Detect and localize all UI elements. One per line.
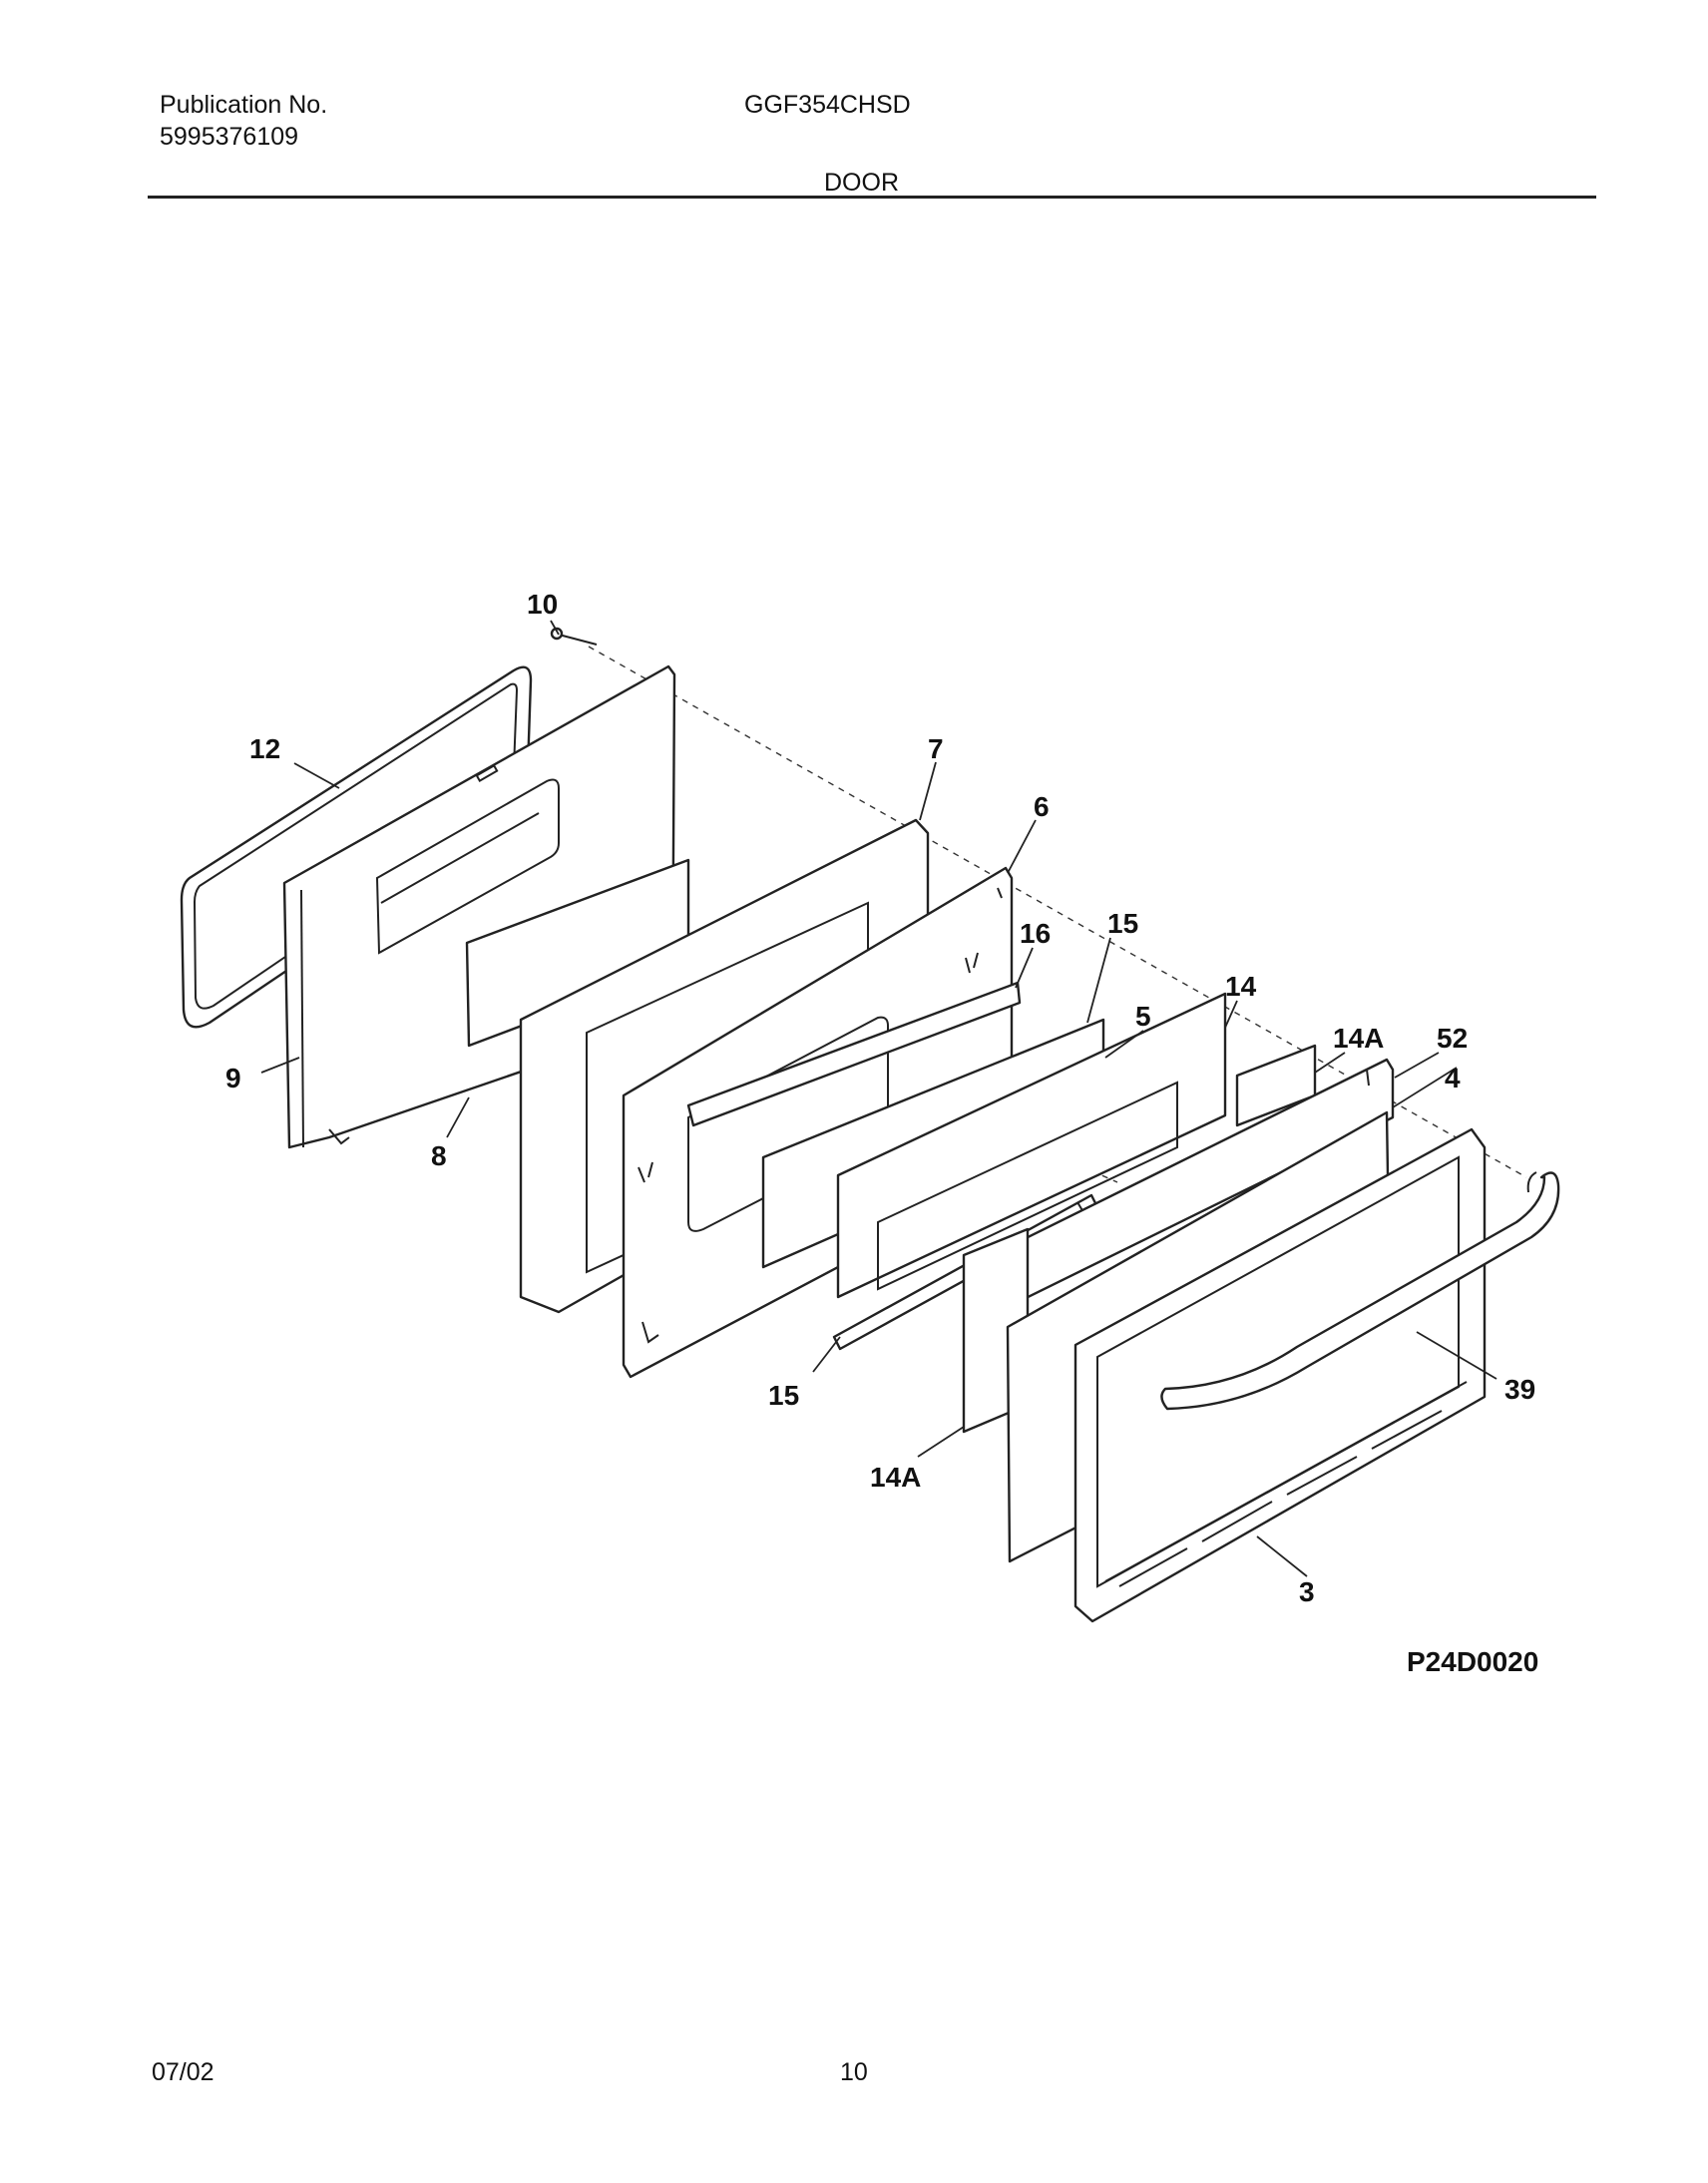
- callout-5: 5: [1135, 1001, 1151, 1032]
- diagram-code: P24D0020: [1407, 1646, 1539, 1677]
- callout-14A-bottom: 14A: [870, 1462, 921, 1493]
- publication-number: 5995376109: [160, 123, 299, 151]
- callout-8: 8: [431, 1140, 447, 1171]
- part-deflector: [686, 981, 1022, 1127]
- callout-16: 16: [1020, 918, 1051, 949]
- callout-12: 12: [249, 733, 280, 764]
- callout-6: 6: [1034, 791, 1050, 822]
- callout-15-bottom: 15: [768, 1380, 799, 1411]
- part-screw: [550, 627, 598, 646]
- model-number: GGF354CHSD: [744, 91, 911, 119]
- callout-7: 7: [928, 733, 944, 764]
- callout-14A-top: 14A: [1333, 1023, 1384, 1054]
- footer-page-number: 10: [840, 2058, 868, 2086]
- section-title: DOOR: [824, 169, 899, 197]
- callout-9: 9: [225, 1063, 241, 1093]
- part-handle: [1160, 1171, 1560, 1411]
- callout-52: 52: [1437, 1023, 1468, 1054]
- callout-14: 14: [1225, 971, 1257, 1002]
- publication-label: Publication No.: [160, 91, 328, 119]
- footer-date: 07/02: [152, 2058, 214, 2086]
- callout-39: 39: [1504, 1374, 1535, 1405]
- header-rule: [148, 196, 1596, 199]
- callout-10: 10: [527, 589, 558, 620]
- callout-4: 4: [1445, 1063, 1461, 1093]
- leader-lines: [260, 620, 1497, 1577]
- callout-15-top: 15: [1107, 908, 1138, 939]
- part-glass-frame: [836, 992, 1227, 1299]
- callout-3: 3: [1299, 1576, 1315, 1607]
